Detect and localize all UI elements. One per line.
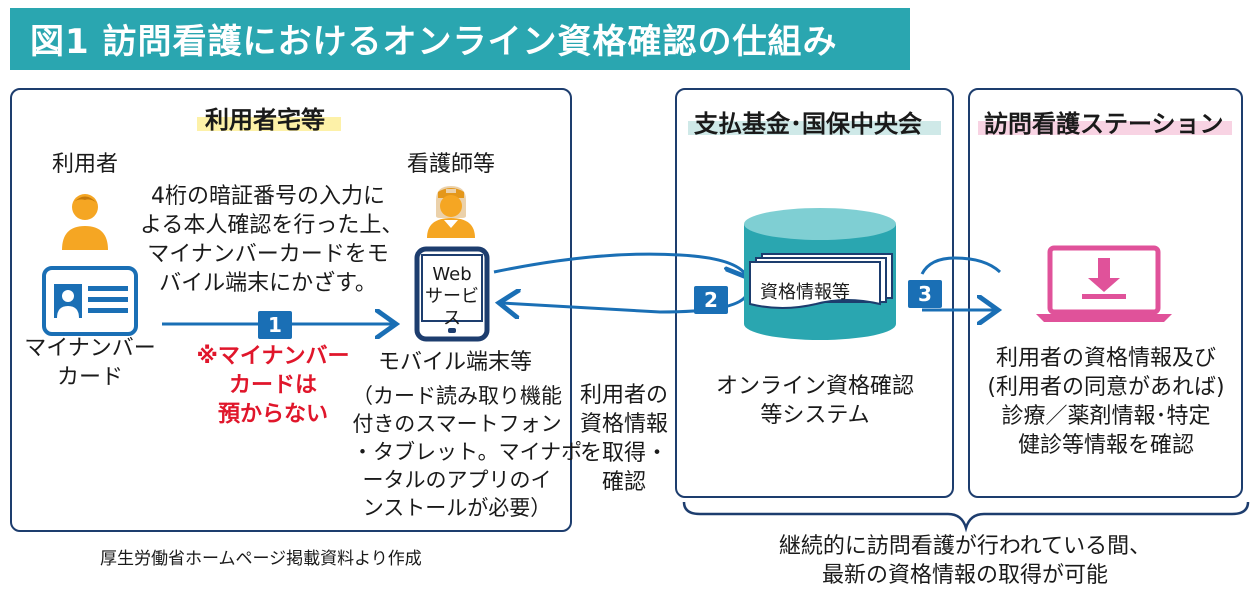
step-3-badge: 3	[908, 280, 942, 308]
document-label: 資格情報等	[760, 282, 850, 303]
document-stack-icon	[749, 253, 893, 309]
arrow-step-3-loop	[920, 256, 1002, 275]
station-note: 利用者の資格情報及び (利用者の同意があれば) 診療／薬剤情報･特定 健診等情報…	[987, 346, 1225, 458]
source-note: 厚生労働省ホームページ掲載資料より作成	[100, 549, 422, 569]
web-service-label: Web サービス	[425, 264, 479, 329]
card-label: マイナンバー カード	[24, 336, 156, 390]
system-label: オンライン資格確認 等システム	[715, 374, 914, 428]
home-heading: 利用者宅等	[205, 106, 325, 134]
user-label: 利用者	[52, 152, 119, 177]
nurse-label: 看護師等	[407, 152, 496, 177]
fund-heading: 支払基金･国保中央会	[694, 110, 922, 138]
person-icon	[62, 194, 108, 250]
fund-heading-highlight	[688, 121, 941, 135]
nurse-icon	[427, 186, 475, 238]
mobile-phone-icon	[414, 246, 490, 342]
step-2-badge: 2	[694, 286, 728, 314]
station-heading: 訪問看護ステーション	[984, 110, 1224, 138]
laptop-download-icon	[1036, 245, 1172, 322]
bottom-note: 継続的に訪問看護が行われている間、 最新の資格情報の取得が可能	[778, 534, 1152, 588]
device-note: （カード読み取り機能 付きのスマートフォン ・タブレット。マイナポ ータルのアプ…	[352, 384, 583, 520]
step-1-badge: 1	[258, 311, 292, 339]
instruction-text: 4桁の暗証番号の入力に よる本人確認を行った上、 マイナンバーカードをモ バイル…	[140, 184, 404, 296]
station-heading-highlight	[978, 121, 1232, 135]
id-card-icon	[42, 266, 138, 336]
warning-text: ※マイナンバー カードは 預からない	[196, 344, 350, 427]
arrow-step-2-out	[493, 254, 746, 275]
title-bar	[10, 8, 910, 70]
device-label: モバイル端末等	[378, 350, 533, 375]
middle-note: 利用者の 資格情報 を取得・ 確認	[579, 383, 668, 495]
bottom-brace	[682, 501, 1250, 533]
home-heading-highlight	[197, 117, 341, 131]
page-title: 図1 訪問看護におけるオンライン資格確認の仕組み	[30, 22, 838, 62]
